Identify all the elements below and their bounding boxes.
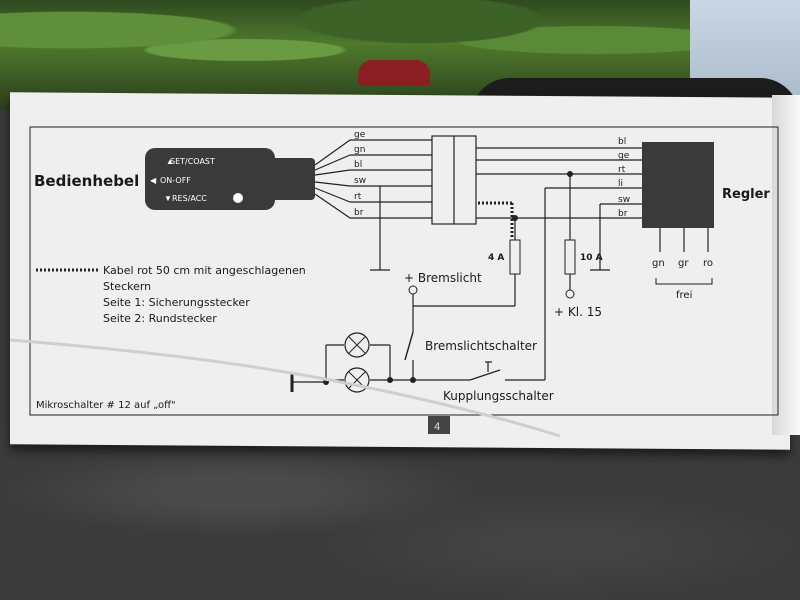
regler-title: Regler — [722, 187, 770, 202]
frei-label: frei — [676, 290, 692, 301]
kupplungsschalter-label: Kupplungsschalter — [443, 389, 554, 403]
wire-label-right-1: ge — [618, 151, 630, 161]
kl15-label: + Kl. 15 — [554, 305, 602, 319]
wire-label-left-1: gn — [354, 145, 365, 155]
frei-bracket — [655, 278, 713, 285]
mikroschalter-note: Mikroschalter # 12 auf „off" — [36, 400, 176, 411]
lever-wires — [314, 139, 432, 271]
lever-set-coast: SET/COAST — [170, 157, 215, 166]
lamp-icon-top — [344, 332, 370, 358]
wire-label-right-4: sw — [618, 195, 630, 205]
wire-label-right-0: bl — [618, 137, 626, 147]
regler-wires — [476, 147, 642, 380]
bremslicht-terminal-icon — [408, 285, 418, 295]
wire-label-right-5: br — [618, 209, 628, 219]
paper-crease — [9, 338, 561, 438]
page-number-box — [428, 416, 450, 434]
bremslichtschalter-icon — [404, 331, 414, 361]
arrow-up-icon: ▲ — [166, 157, 174, 166]
legend-line-2: Seite 1: Sicherungsstecker — [103, 296, 250, 309]
left-wire-labels: ge gn bl sw rt br — [354, 130, 366, 218]
lever-res-acc: RES/ACC — [172, 194, 207, 203]
legend-line-0: Kabel rot 50 cm mit angeschlagenen — [103, 264, 306, 277]
regler-bottom-wires — [659, 228, 709, 252]
fuse-4a-label: 4 A — [488, 253, 504, 263]
regler-bottom-1: gr — [678, 258, 689, 269]
arrow-left-icon: ◀ — [150, 176, 157, 185]
bremslicht-label: + Bremslicht — [404, 271, 482, 285]
wire-label-right-2: rt — [618, 165, 626, 175]
legend-line-3: Seite 2: Rundstecker — [103, 312, 217, 325]
button-icon — [233, 193, 243, 203]
bremslichtschalter-label: Bremslichtschalter — [425, 339, 537, 353]
arrow-down-icon: ▼ — [164, 194, 172, 203]
wire-label-left-0: ge — [354, 130, 366, 140]
background-car — [358, 60, 430, 86]
wire-label-left-5: br — [354, 208, 364, 218]
fuse-4a-icon — [509, 239, 521, 275]
lamp-circuit — [290, 344, 545, 392]
regler-bottom-2: ro — [703, 258, 713, 269]
lever-on-off: ON-OFF — [160, 176, 191, 185]
regler-bottom-0: gn — [652, 258, 665, 269]
regler-box — [642, 142, 714, 228]
page-number: 4 — [434, 421, 440, 433]
diagram-frame — [29, 126, 779, 416]
kl15-terminal-icon — [565, 289, 575, 299]
lever-body: SET/COAST ON-OFF RES/ACC ▲ ◀ ▼ — [145, 148, 315, 210]
legend-line-1: Steckern — [103, 280, 151, 293]
manual-page-edge — [772, 95, 800, 435]
wire-label-left-2: bl — [354, 160, 362, 170]
right-wire-labels: bl ge rt li sw br — [618, 137, 630, 219]
wire-label-right-3: li — [618, 179, 623, 189]
fuse-10a-label: 10 A — [580, 253, 603, 263]
fuse-10a-icon — [564, 239, 576, 275]
bedienhebel-title: Bedienhebel — [34, 172, 139, 190]
wire-label-left-3: sw — [354, 176, 366, 186]
connector-block — [431, 135, 477, 225]
wire-label-left-4: rt — [354, 192, 362, 202]
dashboard-surface — [0, 420, 800, 600]
